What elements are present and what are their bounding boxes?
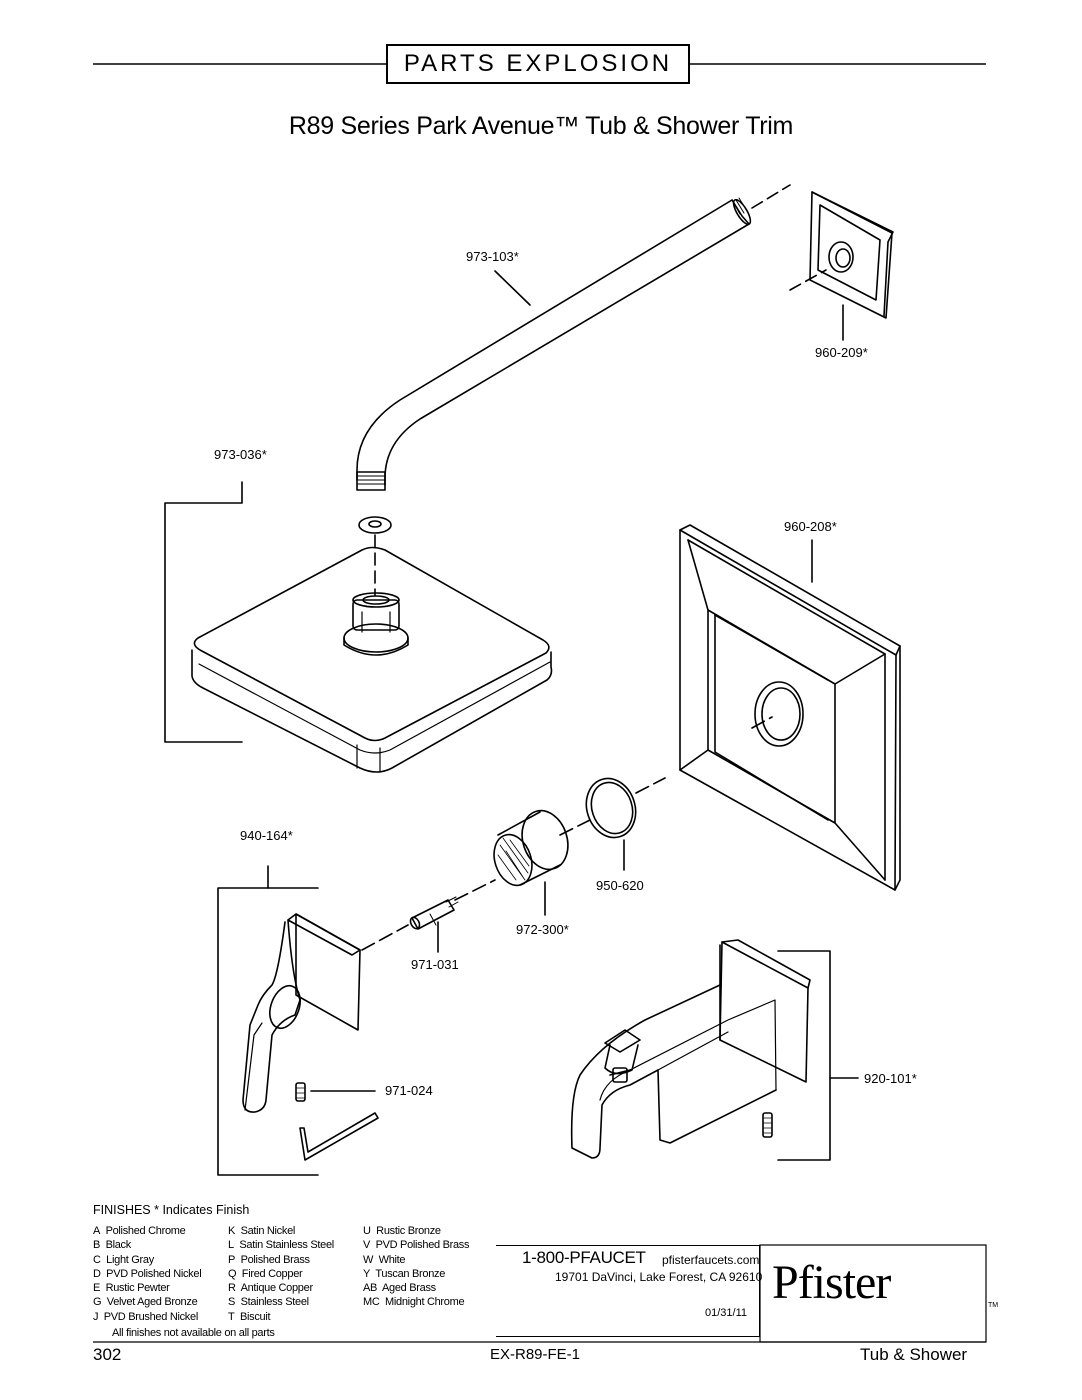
finishes-column-2: K Satin Nickel L Satin Stainless Steel P… xyxy=(228,1224,334,1324)
finish-item: R Antique Copper xyxy=(228,1282,313,1295)
phone-number: 1-800-PFAUCET xyxy=(522,1248,646,1267)
shower-arm-flange xyxy=(809,191,894,319)
finish-item: L Satin Stainless Steel xyxy=(228,1239,334,1252)
part-label-971-024: 971-024 xyxy=(385,1083,433,1098)
page-number: 302 xyxy=(93,1345,122,1364)
finish-item: A Polished Chrome xyxy=(93,1225,186,1237)
leader-973-103 xyxy=(494,270,531,306)
arm-flange-axis xyxy=(751,184,791,209)
revision-date: 01/31/11 xyxy=(705,1307,748,1319)
section-name: Tub & Shower xyxy=(860,1345,968,1364)
valve-sleeve xyxy=(493,809,569,887)
finish-item: B Black xyxy=(93,1239,131,1252)
bracket-920-101 xyxy=(777,950,831,1161)
shower-arm xyxy=(356,197,752,491)
finish-item: U Rustic Bronze xyxy=(363,1225,441,1237)
valve-axis xyxy=(361,924,409,951)
part-label-973-036: 973-036* xyxy=(214,447,267,462)
bracket-940-164 xyxy=(217,865,319,1176)
tub-spout xyxy=(570,939,811,1159)
part-label-920-101: 920-101* xyxy=(864,1071,917,1086)
bracket-973-036 xyxy=(164,481,243,743)
finish-item: T Biscuit xyxy=(228,1310,271,1323)
finish-item: G Velvet Aged Bronze xyxy=(93,1296,198,1309)
finish-item: S Stainless Steel xyxy=(228,1296,309,1309)
finishes-note: All finishes not available on all parts xyxy=(112,1327,275,1339)
finish-item: V PVD Polished Brass xyxy=(363,1239,470,1252)
handle-set-screw xyxy=(295,1082,306,1102)
finish-item: MC Midnight Chrome xyxy=(363,1296,465,1309)
valve-stem-extension xyxy=(409,896,459,930)
shower-head xyxy=(191,516,553,773)
finish-item: C Light Gray xyxy=(93,1253,154,1266)
contact-box xyxy=(496,1245,760,1337)
document-code: EX-R89-FE-1 xyxy=(490,1346,581,1363)
finishes-title: FINISHES * Indicates Finish xyxy=(93,1203,250,1217)
finishes-column-3: U Rustic Bronze V PVD Polished Brass W W… xyxy=(363,1224,470,1310)
hex-key xyxy=(299,1112,379,1161)
part-label-940-164: 940-164* xyxy=(240,828,293,843)
o-ring xyxy=(585,777,637,839)
finish-item: J PVD Brushed Nickel xyxy=(93,1310,198,1323)
finish-item: Y Tuscan Bronze xyxy=(363,1267,446,1280)
spout-set-screw xyxy=(762,1112,773,1138)
part-label-972-300: 972-300* xyxy=(516,922,569,937)
finish-item: E Rustic Pewter xyxy=(93,1282,170,1295)
brand-box xyxy=(759,1244,987,1343)
section-header: PARTS EXPLOSION xyxy=(386,44,690,84)
page-title: R89 Series Park Avenue™ Tub & Shower Tri… xyxy=(288,112,794,140)
part-label-960-208: 960-208* xyxy=(784,519,837,534)
trademark-mark: TM xyxy=(988,1302,999,1309)
finish-item: P Polished Brass xyxy=(228,1253,310,1266)
valve-escutcheon xyxy=(679,524,901,891)
part-label-960-209: 960-209* xyxy=(815,345,868,360)
part-label-971-031: 971-031 xyxy=(411,957,459,972)
finish-item: W White xyxy=(363,1253,406,1266)
website-link[interactable]: pfisterfaucets.com xyxy=(662,1253,760,1267)
finish-item: AB Aged Brass xyxy=(363,1282,436,1295)
finish-item: Q Fired Copper xyxy=(228,1267,303,1280)
pfister-logo: Pfister xyxy=(772,1256,891,1309)
address: 19701 DaVinci, Lake Forest, CA 92610 xyxy=(555,1270,763,1284)
part-label-973-103: 973-103* xyxy=(466,249,519,264)
finishes-column-1: A Polished Chrome B Black C Light Gray D… xyxy=(93,1224,202,1324)
part-label-950-620: 950-620 xyxy=(596,878,644,893)
valve-handle xyxy=(242,913,361,1113)
finish-item: K Satin Nickel xyxy=(228,1225,296,1237)
finish-item: D PVD Polished Nickel xyxy=(93,1267,202,1280)
